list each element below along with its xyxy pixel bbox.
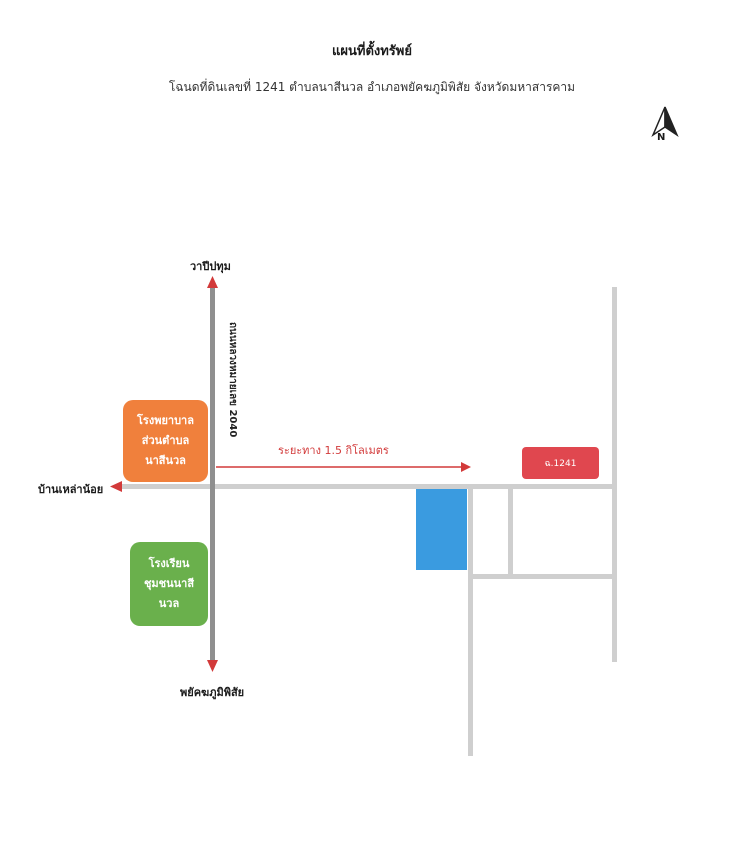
main-horizontal-road (118, 484, 615, 489)
school-landmark: โรงเรียน ชุมชนนาสี นวล (130, 542, 208, 626)
south-arrowhead-icon (207, 660, 218, 672)
highway-2040-road (210, 287, 215, 662)
map-subtitle: โฉนดที่ดินเลขที่ 1241 ตำบลนาสีนวล อำเภอพ… (168, 80, 576, 94)
north-label: N (657, 132, 666, 143)
hospital-line-2: ส่วนตำบล (141, 434, 190, 447)
hospital-line-3: นาสีนวล (145, 454, 186, 467)
north-arrowhead-icon (207, 276, 218, 288)
side-road-cross (470, 574, 615, 579)
school-line-1: โรงเรียน (148, 557, 190, 570)
north-arrow-icon (651, 106, 679, 138)
hospital-landmark: โรงพยาบาล ส่วนตำบล นาสีนวล (123, 400, 208, 482)
map-title: แผนที่ตั้งทรัพย์ (332, 44, 412, 59)
distance-label: ระยะทาง 1.5 กิโลเมตร (278, 444, 389, 457)
west-arrowhead-icon (110, 481, 122, 492)
hospital-line-1: โรงพยาบาล (137, 414, 194, 427)
side-road-short-vertical (508, 484, 513, 578)
property-plot-marker: ฉ.1241 (522, 447, 599, 479)
label-south-destination: พยัคฆภูมิพิสัย (180, 686, 245, 699)
distance-arrow-icon (216, 462, 471, 472)
label-highway-2040: ถนนหลวงหมายเลข 2040 (227, 322, 238, 438)
side-road-center-vertical (468, 484, 473, 756)
school-line-2: ชุมชนนาสี (143, 577, 195, 590)
label-north-destination: วาปีปทุม (190, 260, 231, 273)
plot-label: ฉ.1241 (544, 459, 577, 469)
school-line-3: นวล (158, 597, 180, 610)
side-road-east-vertical (612, 287, 617, 662)
blue-block (416, 489, 467, 570)
label-west-destination: บ้านเหล่าน้อย (38, 483, 104, 496)
